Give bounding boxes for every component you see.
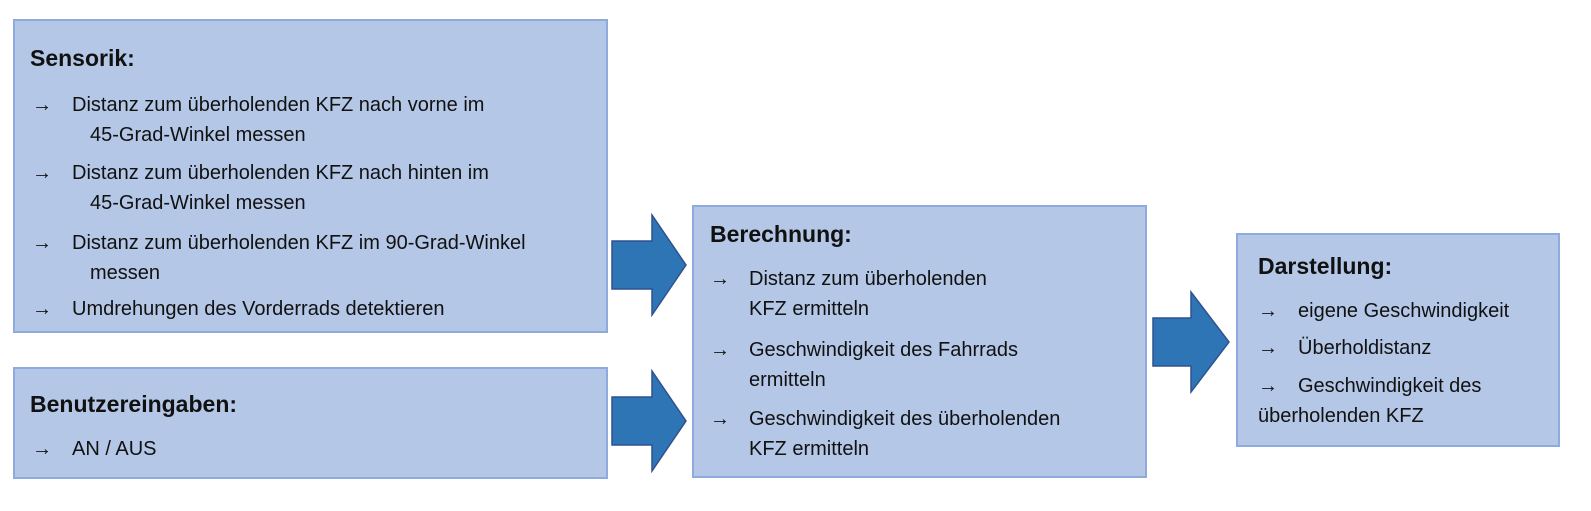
sensorik-item-4-line-1: Umdrehungen des Vorderrads detektieren: [72, 298, 445, 320]
berechnung-item-3-line-2: KFZ ermitteln: [749, 438, 870, 460]
arrow-bullet-icon: →: [1258, 375, 1278, 397]
arrow-bullet-icon: →: [32, 438, 52, 460]
arrow-bullet-icon: →: [32, 298, 52, 320]
darstellung-item-3-line-2: überholenden KFZ: [1258, 405, 1424, 427]
berechnung-item-2-line-1: Geschwindigkeit des Fahrrads: [749, 339, 1019, 361]
arrow-berechnung-to-darstellung: [1152, 290, 1230, 394]
arrow-bullet-icon: →: [32, 162, 52, 184]
arrow-bullet-icon: →: [710, 268, 730, 290]
arrow-bullet-icon: →: [1258, 300, 1278, 322]
block-arrow-right-icon: [611, 369, 687, 473]
berechnung-item-3-line-1: Geschwindigkeit des überholenden: [749, 408, 1061, 430]
darstellung-item-3-line-1: Geschwindigkeit des: [1298, 375, 1482, 397]
arrow-bullet-icon: →: [32, 232, 52, 254]
sensorik-item-2-line-2: 45-Grad-Winkel messen: [90, 192, 306, 214]
berechnung-item-2-line-2: ermitteln: [749, 369, 826, 391]
arrow-bullet-icon: →: [1258, 337, 1278, 359]
arrow-bullet-icon: →: [32, 94, 52, 116]
sensorik-item-1-line-1: Distanz zum überholenden KFZ nach vorne …: [72, 94, 485, 116]
darstellung-title: Darstellung:: [1258, 253, 1393, 279]
sensorik-item-3-line-2: messen: [90, 262, 161, 284]
arrow-bullet-icon: →: [710, 339, 730, 361]
berechnung-item-1-line-1: Distanz zum überholenden: [749, 268, 987, 290]
darstellung-item-1-line-1: eigene Geschwindigkeit: [1298, 300, 1510, 322]
benutzereingaben-title: Benutzereingaben:: [30, 391, 238, 417]
benutzereingaben-box: Benutzereingaben: → AN / AUS: [13, 367, 608, 479]
arrow-bullet-icon: →: [710, 408, 730, 430]
sensorik-item-2-line-1: Distanz zum überholenden KFZ nach hinten…: [72, 162, 489, 184]
block-arrow-right-icon: [1152, 290, 1230, 394]
arrow-sensorik-to-berechnung: [611, 213, 687, 317]
sensorik-item-1-line-2: 45-Grad-Winkel messen: [90, 124, 306, 146]
benutzereingaben-item-1-line-1: AN / AUS: [72, 438, 157, 460]
sensorik-box: Sensorik: → Distanz zum überholenden KFZ…: [13, 19, 608, 333]
darstellung-item-2-line-1: Überholdistanz: [1298, 337, 1432, 359]
berechnung-item-1-line-2: KFZ ermitteln: [749, 298, 870, 320]
block-arrow-right-icon: [611, 213, 687, 317]
berechnung-box: Berechnung: → Distanz zum überholenden K…: [692, 205, 1147, 478]
darstellung-box: Darstellung: → eigene Geschwindigkeit → …: [1236, 233, 1560, 447]
arrow-benutzereingaben-to-berechnung: [611, 369, 687, 473]
sensorik-item-3-line-1: Distanz zum überholenden KFZ im 90-Grad-…: [72, 232, 526, 254]
sensorik-title: Sensorik:: [30, 45, 135, 71]
berechnung-title: Berechnung:: [710, 221, 852, 247]
